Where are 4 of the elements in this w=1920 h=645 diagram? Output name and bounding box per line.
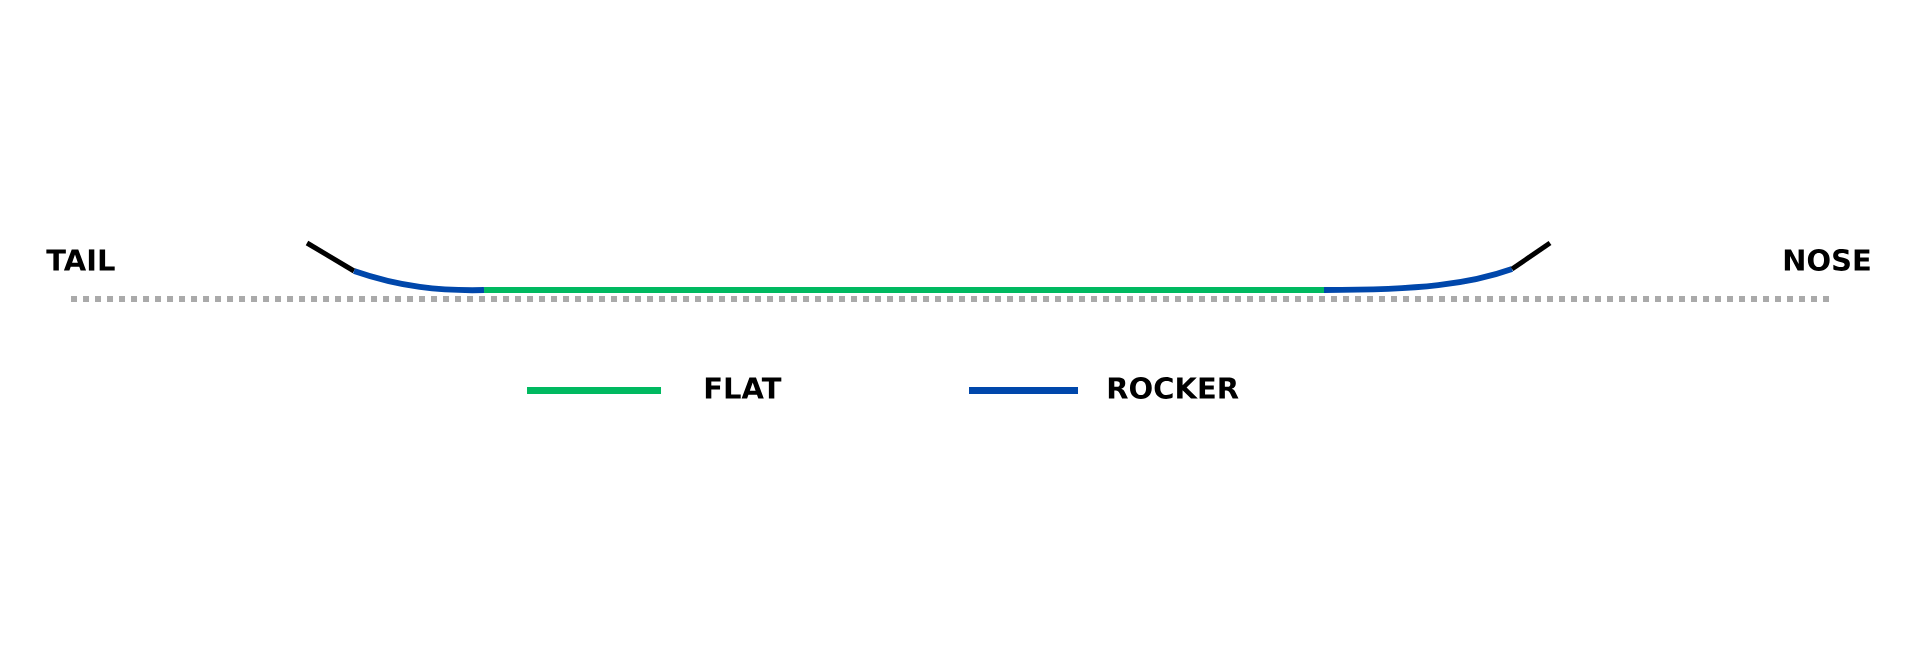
end-label: NOSE [1784,249,1870,271]
end-label: TAIL [46,249,115,271]
legend-label: FLAT [705,377,782,399]
legend-label: ROCKER [1108,377,1239,399]
